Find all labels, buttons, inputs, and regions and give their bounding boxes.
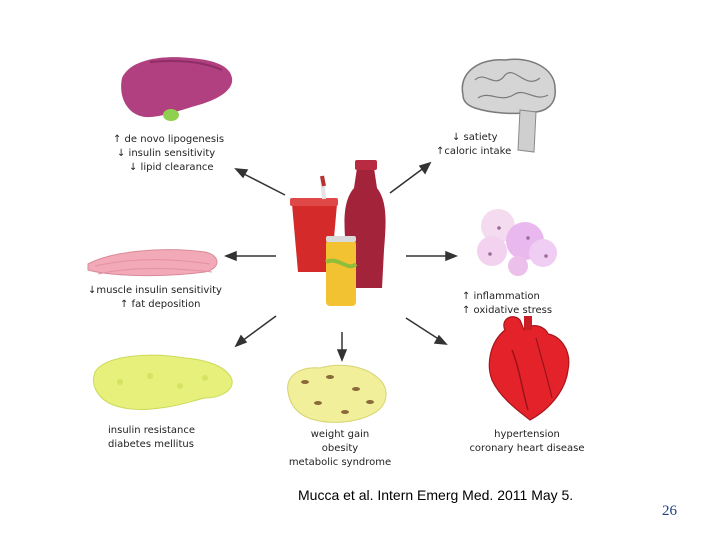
immune-effect-line: ↑ oxidative stress	[462, 305, 553, 316]
soft-drinks-illustration	[290, 160, 386, 306]
page-number: 26	[662, 503, 677, 519]
brain-effect-line: ↑caloric intake	[436, 146, 512, 157]
effect-arrows	[223, 161, 459, 363]
adipose-effect-line: metabolic syndrome	[288, 457, 392, 468]
heart-illustration	[488, 316, 570, 421]
immune-cells-illustration	[477, 209, 557, 276]
immune-effects-label: ↑ inflammation ↑ oxidative stress	[462, 290, 552, 318]
muscle-effects-label: ↓muscle insulin sensitivity ↑ fat deposi…	[88, 284, 222, 312]
adipose-effect-line: obesity	[321, 443, 359, 454]
muscle-effect-line: ↓muscle insulin sensitivity	[88, 285, 222, 296]
citation-text: Mucca et al. Intern Emerg Med. 2011 May …	[298, 487, 574, 503]
muscle-effect-line: ↑ fat deposition	[120, 299, 201, 310]
brain-illustration	[461, 58, 556, 153]
heart-effect-line: hypertension	[494, 429, 560, 440]
pancreas-illustration	[92, 354, 233, 410]
pancreas-effect-line: diabetes mellitus	[108, 439, 194, 450]
liver-effect-line: ↓ lipid clearance	[129, 162, 214, 173]
heart-effects-label: hypertension coronary heart disease	[469, 428, 585, 456]
muscle-illustration	[87, 249, 218, 277]
adipose-effect-line: weight gain	[310, 429, 370, 440]
immune-effect-line: ↑ inflammation	[462, 291, 540, 302]
brain-effect-line: ↓ satiety	[452, 132, 498, 143]
adipose-effects-label: weight gain obesity metabolic syndrome	[288, 428, 392, 470]
pancreas-effects-label: insulin resistance diabetes mellitus	[108, 424, 195, 452]
pancreas-effect-line: insulin resistance	[108, 425, 196, 436]
liver-effects-label: ↑ de novo lipogenesis ↓ insulin sensitiv…	[113, 133, 224, 175]
liver-illustration	[121, 57, 233, 121]
liver-effect-line: ↓ insulin sensitivity	[117, 148, 216, 159]
brain-effects-label: ↓ satiety ↑caloric intake	[436, 131, 511, 159]
liver-effect-line: ↑ de novo lipogenesis	[113, 134, 225, 145]
heart-effect-line: coronary heart disease	[469, 443, 585, 454]
fat-tissue-illustration	[287, 364, 387, 423]
